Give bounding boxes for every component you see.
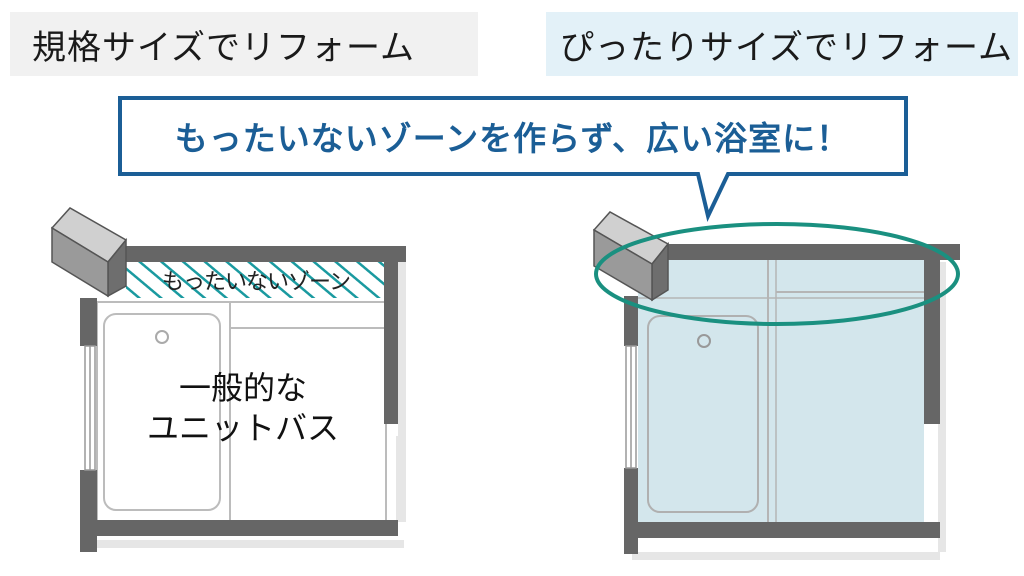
left-pipe-shaft xyxy=(51,226,109,298)
left-floor-plan xyxy=(50,207,406,552)
left-right-wall xyxy=(384,246,398,424)
highlight-ellipse xyxy=(594,222,960,326)
right-pipe-shaft xyxy=(593,228,653,302)
perfect-size-label: ぴったりサイズでリフォーム xyxy=(546,12,1018,76)
right-floor-plan xyxy=(592,211,960,560)
callout-bubble xyxy=(118,96,908,222)
wasted-zone-label: もったいないゾーン xyxy=(162,270,351,295)
unit-bath-label-line2: ユニットバス xyxy=(146,409,339,447)
callout-message: もったいないゾーンを作らず、広い浴室に！ xyxy=(174,118,851,158)
unit-bath-label-line1: 一般的な xyxy=(178,369,307,407)
right-bottom-wall xyxy=(624,522,940,538)
left-bathtub xyxy=(103,313,221,511)
wasted-zone-hatch xyxy=(126,262,384,298)
standard-size-label: 規格サイズでリフォーム xyxy=(10,12,478,76)
perfect-size-label-text: ぴったりサイズでリフォーム xyxy=(560,27,1013,68)
left-bottom-wall xyxy=(82,520,398,536)
left-top-wall xyxy=(80,246,406,262)
left-drain-icon xyxy=(155,330,169,344)
right-bathtub xyxy=(647,315,759,513)
standard-size-label-text: 規格サイズでリフォーム xyxy=(32,27,415,68)
unit-bath-label: 一般的な ユニットバス xyxy=(118,368,368,448)
right-drain-icon xyxy=(697,334,711,348)
right-right-wall xyxy=(924,244,940,424)
right-top-wall xyxy=(664,244,960,260)
